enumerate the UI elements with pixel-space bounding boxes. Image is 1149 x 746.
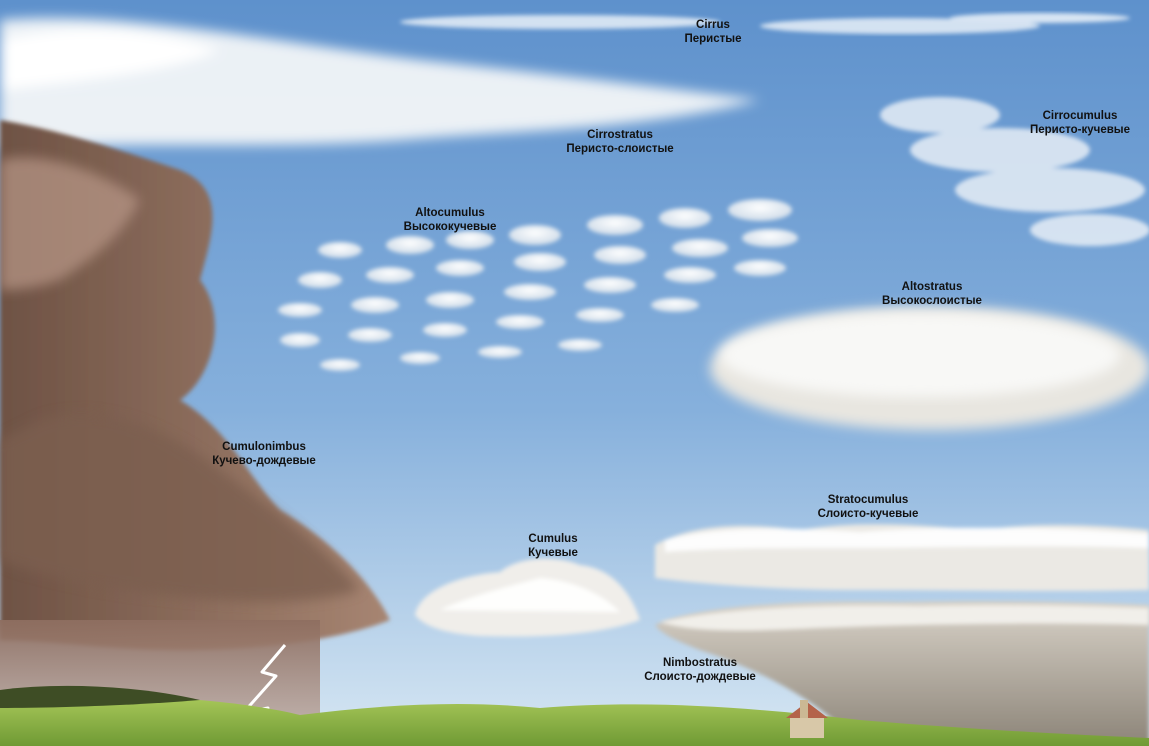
altostratus-russian-name: Высокослоистые	[882, 294, 982, 308]
cumulonimbus-latin-name: Cumulonimbus	[212, 440, 316, 454]
cirrocumulus-russian-name: Перисто-кучевые	[1030, 123, 1130, 137]
stratocumulus-russian-name: Слоисто-кучевые	[818, 507, 919, 521]
label-cumulus: Cumulus Кучевые	[528, 532, 578, 560]
label-altostratus: Altostratus Высокослоистые	[882, 280, 982, 308]
nimbostratus-russian-name: Слоисто-дождевые	[644, 670, 756, 684]
cirrostratus-russian-name: Перисто-слоистые	[566, 142, 673, 156]
cirrus-russian-name: Перистые	[684, 32, 741, 46]
stratocumulus-latin-name: Stratocumulus	[818, 493, 919, 507]
cirrocumulus-latin-name: Cirrocumulus	[1030, 109, 1130, 123]
nimbostratus-latin-name: Nimbostratus	[644, 656, 756, 670]
cumulus-latin-name: Cumulus	[528, 532, 578, 546]
label-cumulonimbus: Cumulonimbus Кучево-дождевые	[212, 440, 316, 468]
altostratus-latin-name: Altostratus	[882, 280, 982, 294]
altocumulus-russian-name: Высококучевые	[404, 220, 497, 234]
cumulonimbus-russian-name: Кучево-дождевые	[212, 454, 316, 468]
label-stratocumulus: Stratocumulus Слоисто-кучевые	[818, 493, 919, 521]
cirrostratus-latin-name: Cirrostratus	[566, 128, 673, 142]
label-cirrostratus: Cirrostratus Перисто-слоистые	[566, 128, 673, 156]
label-cirrus: Cirrus Перистые	[684, 18, 741, 46]
label-nimbostratus: Nimbostratus Слоисто-дождевые	[644, 656, 756, 684]
label-altocumulus: Altocumulus Высококучевые	[404, 206, 497, 234]
altocumulus-latin-name: Altocumulus	[404, 206, 497, 220]
stratocumulus-cloud	[655, 524, 1149, 591]
cirrus-latin-name: Cirrus	[684, 18, 741, 32]
label-cirrocumulus: Cirrocumulus Перисто-кучевые	[1030, 109, 1130, 137]
cumulus-russian-name: Кучевые	[528, 546, 578, 560]
altostratus-cloud	[710, 306, 1149, 430]
